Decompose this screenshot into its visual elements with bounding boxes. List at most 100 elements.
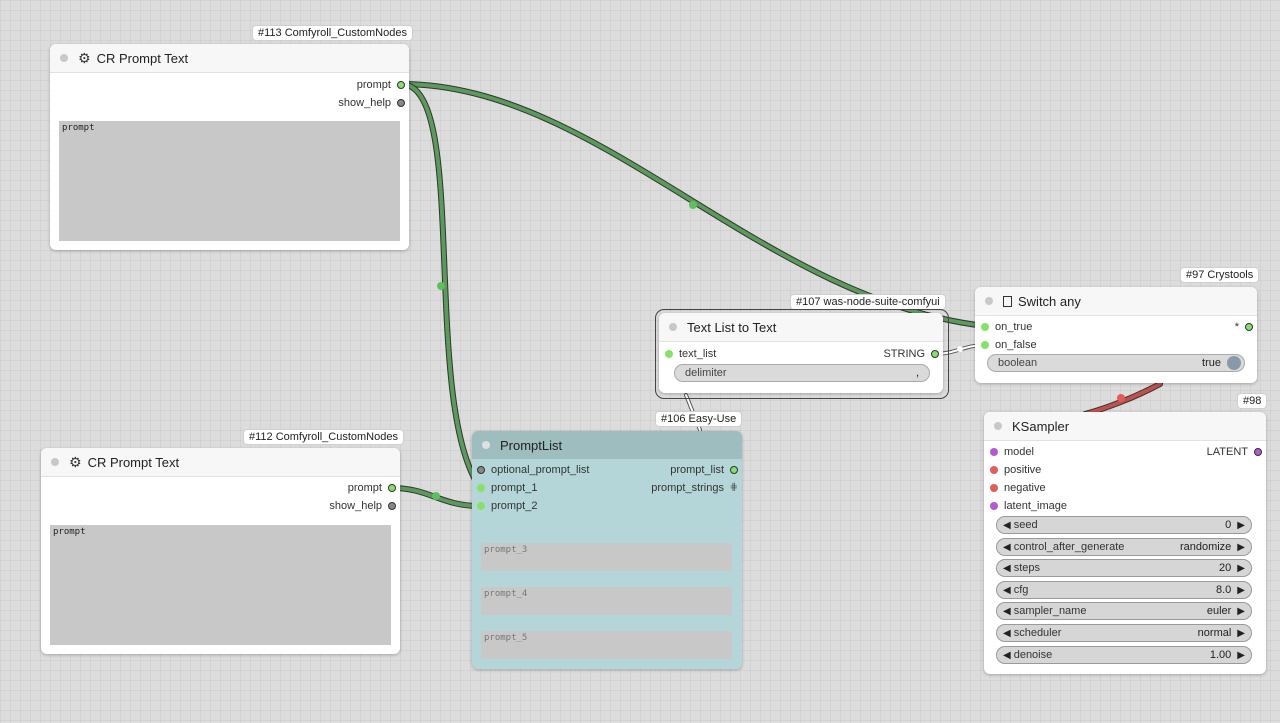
node-header[interactable]: Switch any	[975, 287, 1257, 316]
output-prompt[interactable]: prompt	[357, 78, 405, 92]
input-latent-image[interactable]: latent_image	[990, 499, 1067, 513]
collapse-dot-icon[interactable]	[994, 422, 1002, 430]
widget-label: boolean	[998, 357, 1038, 369]
slot-label: show_help	[329, 500, 382, 512]
input-dot-icon[interactable]	[990, 484, 998, 492]
boolean-toggle-widget[interactable]: boolean true	[987, 354, 1245, 372]
input-model[interactable]: model	[990, 445, 1034, 459]
output-string[interactable]: STRING	[883, 347, 939, 361]
prompt-5-field[interactable]: prompt_5	[481, 631, 732, 659]
ksampler-node[interactable]: KSampler model positive negative latent_…	[984, 412, 1266, 674]
decrement-arrow-icon[interactable]: ◀	[1003, 605, 1011, 617]
input-dot-icon[interactable]	[981, 323, 989, 331]
square-icon	[1003, 295, 1012, 307]
collapse-dot-icon[interactable]	[985, 297, 993, 305]
decrement-arrow-icon[interactable]: ◀	[1003, 584, 1011, 596]
input-on-true[interactable]: on_true	[981, 320, 1032, 334]
slot-label: STRING	[883, 348, 925, 360]
prompt-4-field[interactable]: prompt_4	[481, 587, 732, 615]
gear-icon: ⚙	[78, 49, 91, 66]
slot-label: prompt	[347, 482, 382, 494]
decrement-arrow-icon[interactable]: ◀	[1003, 649, 1011, 661]
slot-label: *	[1234, 321, 1239, 333]
cr-prompt-text-node-112[interactable]: ⚙ CR Prompt Text prompt show_help prompt	[41, 448, 400, 654]
prompt-textarea[interactable]: prompt	[59, 121, 400, 241]
output-dot-icon[interactable]	[1245, 323, 1253, 331]
node-header[interactable]: Text List to Text	[659, 313, 943, 342]
output-show-help[interactable]: show_help	[329, 499, 396, 513]
decrement-arrow-icon[interactable]: ◀	[1003, 519, 1011, 531]
increment-arrow-icon[interactable]: ▶	[1237, 627, 1245, 639]
increment-arrow-icon[interactable]: ▶	[1237, 519, 1245, 531]
input-dot-icon[interactable]	[477, 466, 485, 474]
output-dot-icon[interactable]	[397, 81, 405, 89]
scheduler-widget[interactable]: ◀ scheduler normal ▶	[996, 624, 1252, 642]
slot-label: prompt_1	[491, 482, 538, 494]
delimiter-widget[interactable]: delimiter ,	[674, 364, 930, 382]
seed-widget[interactable]: ◀ seed 0 ▶	[996, 516, 1252, 534]
increment-arrow-icon[interactable]: ▶	[1237, 541, 1245, 553]
node-header[interactable]: KSampler	[984, 412, 1266, 441]
input-dot-icon[interactable]	[477, 502, 485, 510]
cfg-widget[interactable]: ◀ cfg 8.0 ▶	[996, 581, 1252, 599]
output-prompt-list[interactable]: prompt_list	[670, 463, 738, 477]
increment-arrow-icon[interactable]: ▶	[1237, 605, 1245, 617]
control-after-generate-widget[interactable]: ◀ control_after_generate randomize ▶	[996, 538, 1252, 556]
collapse-dot-icon[interactable]	[669, 323, 677, 331]
decrement-arrow-icon[interactable]: ◀	[1003, 562, 1011, 574]
node-header[interactable]: ⚙ CR Prompt Text	[41, 448, 400, 477]
collapse-dot-icon[interactable]	[51, 458, 59, 466]
prompt-textarea[interactable]: prompt	[50, 525, 391, 645]
increment-arrow-icon[interactable]: ▶	[1237, 584, 1245, 596]
denoise-widget[interactable]: ◀ denoise 1.00 ▶	[996, 646, 1252, 664]
decrement-arrow-icon[interactable]: ◀	[1003, 627, 1011, 639]
input-dot-icon[interactable]	[990, 448, 998, 456]
input-text-list[interactable]: text_list	[665, 347, 716, 361]
input-dot-icon[interactable]	[981, 341, 989, 349]
input-dot-icon[interactable]	[990, 502, 998, 510]
cr-prompt-text-node-113[interactable]: ⚙ CR Prompt Text prompt show_help prompt	[50, 44, 409, 250]
node-header[interactable]: ⚙ CR Prompt Text	[50, 44, 409, 73]
collapse-dot-icon[interactable]	[482, 441, 490, 449]
slot-label: negative	[1004, 482, 1046, 494]
switch-any-node[interactable]: Switch any on_true on_false * boolean tr…	[975, 287, 1257, 383]
node-title: PromptList	[500, 437, 563, 453]
output-dot-icon[interactable]	[1254, 448, 1262, 456]
collapse-dot-icon[interactable]	[60, 54, 68, 62]
slot-label: on_true	[995, 321, 1033, 333]
output-latent[interactable]: LATENT	[1207, 445, 1262, 459]
link-midpoint	[1117, 394, 1125, 402]
text-list-to-text-node[interactable]: Text List to Text text_list STRING delim…	[659, 313, 943, 393]
widget-value: 1.00	[1209, 649, 1232, 661]
output-dot-icon[interactable]	[730, 466, 738, 474]
sampler-name-widget[interactable]: ◀ sampler_name euler ▶	[996, 602, 1252, 620]
output-show-help[interactable]: show_help	[338, 96, 405, 110]
output-dot-icon[interactable]	[397, 99, 405, 107]
output-any[interactable]: *	[1235, 320, 1253, 334]
increment-arrow-icon[interactable]: ▶	[1237, 562, 1245, 574]
input-on-false[interactable]: on_false	[981, 338, 1037, 352]
increment-arrow-icon[interactable]: ▶	[1237, 649, 1245, 661]
output-dot-icon[interactable]	[388, 484, 396, 492]
steps-widget[interactable]: ◀ steps 20 ▶	[996, 559, 1252, 577]
node-header[interactable]: PromptList	[472, 431, 742, 459]
output-prompt[interactable]: prompt	[348, 481, 396, 495]
slot-label: text_list	[679, 348, 717, 360]
decrement-arrow-icon[interactable]: ◀	[1003, 541, 1011, 553]
prompt-3-field[interactable]: prompt_3	[481, 543, 732, 571]
output-prompt-strings[interactable]: prompt_strings ⋕	[651, 481, 738, 495]
input-dot-icon[interactable]	[477, 484, 485, 492]
input-positive[interactable]: positive	[990, 463, 1041, 477]
input-negative[interactable]: negative	[990, 481, 1046, 495]
input-optional-prompt-list[interactable]: optional_prompt_list	[477, 463, 589, 477]
input-dot-icon[interactable]	[990, 466, 998, 474]
input-prompt-2[interactable]: prompt_2	[477, 499, 537, 513]
toggle-knob-icon[interactable]	[1227, 356, 1241, 370]
output-dot-icon[interactable]	[931, 350, 939, 358]
input-prompt-1[interactable]: prompt_1	[477, 481, 537, 495]
output-dot-icon[interactable]	[388, 502, 396, 510]
node-title: Text List to Text	[687, 319, 777, 335]
promptlist-node[interactable]: PromptList optional_prompt_list prompt_1…	[472, 431, 742, 669]
input-dot-icon[interactable]	[665, 350, 673, 358]
grid-icon: ⋕	[729, 482, 738, 493]
